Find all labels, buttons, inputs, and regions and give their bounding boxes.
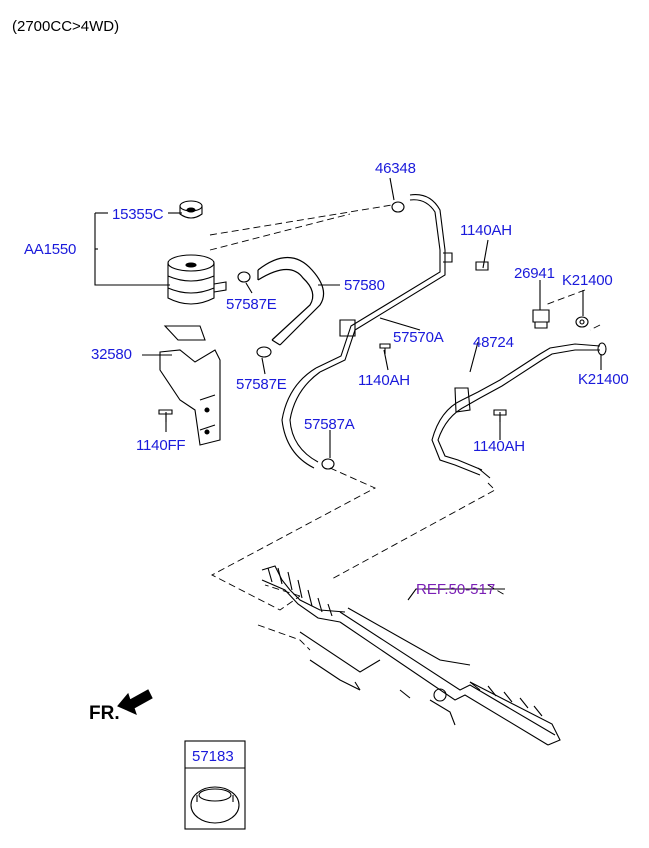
part-label-15355C[interactable]: 15355C: [112, 206, 164, 223]
clamp-57587E-bottom: [256, 346, 272, 358]
part-label-K21400-bottom[interactable]: K21400: [578, 371, 629, 388]
part-label-57587E-top[interactable]: 57587E: [226, 296, 277, 313]
reference-link[interactable]: REF.50-517: [416, 581, 496, 598]
reservoir-cap: [179, 200, 203, 219]
tube-57570A: [315, 194, 453, 373]
reservoir-bracket: [159, 325, 221, 446]
washer-K21400-bottom: [597, 342, 607, 356]
part-label-26941[interactable]: 26941: [514, 265, 555, 282]
clamp-46348: [391, 201, 405, 213]
bolt-1140AH-top: [475, 261, 489, 271]
front-arrow-icon: [117, 689, 153, 716]
part-label-32580[interactable]: 32580: [91, 346, 132, 363]
part-label-57570A[interactable]: 57570A: [393, 329, 444, 346]
hose-57580: [257, 257, 325, 346]
bolt-1140AH-right: [493, 409, 507, 422]
reservoir-body: [167, 254, 227, 305]
detail-box: [184, 740, 246, 830]
steering-gear: [261, 565, 561, 746]
clamp-57587A: [321, 458, 335, 470]
washer-K21400-top: [575, 316, 589, 328]
part-label-57587E-bottom[interactable]: 57587E: [236, 376, 287, 393]
part-label-57587A[interactable]: 57587A: [304, 416, 355, 433]
part-label-1140AH-right[interactable]: 1140AH: [473, 438, 525, 455]
part-label-1140FF[interactable]: 1140FF: [136, 437, 186, 454]
bolt-1140AH-mid: [379, 343, 391, 354]
part-label-57580[interactable]: 57580: [344, 277, 385, 294]
engine-spec-title: (2700CC>4WD): [12, 18, 120, 35]
part-label-57183[interactable]: 57183: [192, 748, 234, 765]
part-label-K21400-top[interactable]: K21400: [562, 272, 613, 289]
leader-lines: [94, 177, 602, 601]
part-label-AA1550[interactable]: AA1550: [24, 241, 77, 258]
part-label-1140AH-mid[interactable]: 1140AH: [358, 372, 410, 389]
part-label-1140AH-top[interactable]: 1140AH: [460, 222, 512, 239]
bolt-1140FF: [158, 409, 173, 422]
hose-48724: [431, 343, 601, 479]
part-label-46348[interactable]: 46348: [375, 160, 416, 177]
bolt-26941: [532, 309, 550, 329]
front-indicator-label: FR.: [89, 703, 120, 724]
clamp-57587E-top: [237, 271, 251, 283]
part-label-48724[interactable]: 48724: [473, 334, 514, 351]
hose-57587A: [281, 367, 321, 469]
